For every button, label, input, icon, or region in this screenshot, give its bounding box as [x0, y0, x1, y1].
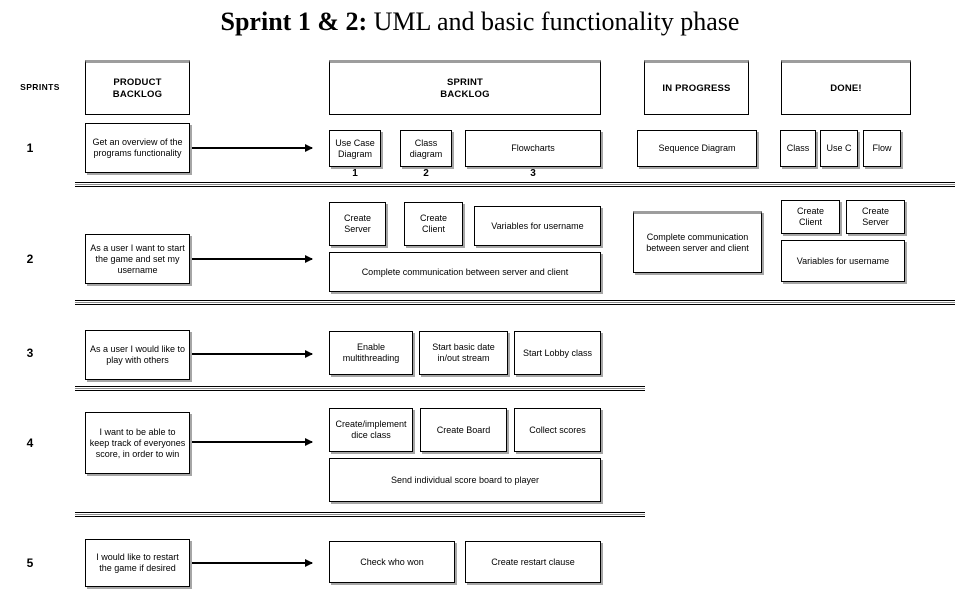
product-backlog-card-row5-text: I would like to restart the game if desi…	[96, 552, 179, 573]
sprint-backlog-card-row4-3-text: Collect scores	[529, 424, 586, 435]
sprint-backlog-card-row1-3-text: Flowcharts	[511, 143, 555, 153]
in-progress-card-row1-1-text: Sequence Diagram	[658, 143, 736, 153]
column-header-sprint-backlog-line1: SPRINT	[446, 76, 484, 88]
done-card-row1-2-text: Use C	[826, 143, 852, 153]
product-backlog-card-row5[interactable]: I would like to restart the game if desi…	[85, 539, 190, 587]
sprint-backlog-card-row5-2-text: Create restart clause	[491, 556, 575, 567]
done-card-row1-2[interactable]: Use C	[820, 130, 858, 167]
sprint-backlog-card-row2-2[interactable]: Create Client	[404, 202, 463, 246]
done-card-row2-1[interactable]: Create Client	[781, 200, 840, 234]
product-backlog-card-row1-text: Get an overview of the programs function…	[92, 137, 183, 158]
sprint-backlog-card-row2-3[interactable]: Variables for username	[474, 206, 601, 246]
product-backlog-card-row2[interactable]: As a user I want to start the game and s…	[85, 234, 190, 284]
done-card-row1-3-text: Flow	[872, 143, 892, 153]
row-number-1: 1	[26, 141, 34, 155]
done-card-row2-3-text: Variables for username	[796, 255, 890, 266]
sprint-backlog-card-row1-3[interactable]: Flowcharts	[465, 130, 601, 167]
row-number-2: 2	[26, 252, 34, 266]
row-separator-2	[75, 300, 955, 305]
sprint-backlog-card-row2-1-text: Create Server	[343, 213, 371, 234]
sprint-backlog-card-row4-2-text: Create Board	[436, 424, 491, 435]
row-separator-1	[75, 182, 955, 187]
sprint-backlog-card-row2-2-text: Create Client	[419, 213, 447, 234]
sprint-backlog-card-row3-2[interactable]: Start basic date in/out stream	[419, 331, 508, 375]
sprint-backlog-card-row4-3[interactable]: Collect scores	[514, 408, 601, 452]
sprint-backlog-card-row1-2-text: Class diagram	[409, 137, 443, 159]
sprint-backlog-card-row5-1-text: Check who won	[360, 556, 424, 567]
column-header-product-backlog-line2: BACKLOG	[112, 88, 163, 100]
sprint-backlog-card-row4-1[interactable]: Create/implement dice class	[329, 408, 413, 452]
product-backlog-card-row4[interactable]: I want to be able to keep track of every…	[85, 412, 190, 474]
sprint-backlog-card-row3-2-text: Start basic date in/out stream	[432, 342, 495, 363]
column-header-product-backlog-line1: PRODUCT	[113, 76, 162, 88]
column-header-in-progress: IN PROGRESS	[644, 60, 749, 115]
sprint-backlog-index-row1-3: 3	[530, 168, 536, 179]
column-header-product-backlog: PRODUCT BACKLOG	[85, 60, 190, 115]
sprint-backlog-card-row4-2[interactable]: Create Board	[420, 408, 507, 452]
sprint-backlog-card-row1-1[interactable]: Use Case Diagram	[329, 130, 381, 167]
flow-arrow-row3	[190, 350, 313, 358]
flow-arrow-row4	[190, 438, 313, 446]
row-number-5: 5	[26, 556, 34, 570]
sprint-backlog-index-row1-2: 2	[423, 168, 429, 179]
row-separator-3	[75, 386, 645, 391]
sprint-backlog-card-row2-4[interactable]: Complete communication between server an…	[329, 252, 601, 292]
flow-arrow-row1	[190, 144, 313, 152]
done-card-row1-1[interactable]: Class	[780, 130, 816, 167]
sprint-backlog-card-row3-3-text: Start Lobby class	[522, 347, 593, 358]
done-card-row2-3[interactable]: Variables for username	[781, 240, 905, 282]
sprint-backlog-card-row2-3-text: Variables for username	[491, 220, 584, 231]
in-progress-card-row2-1-text: Complete communication between server an…	[646, 232, 749, 253]
sprint-backlog-card-row4-1-text: Create/implement dice class	[335, 419, 407, 440]
sprint-backlog-card-row4-4[interactable]: Send individual score board to player	[329, 458, 601, 502]
in-progress-card-row1-1[interactable]: Sequence Diagram	[637, 130, 757, 167]
page-title-rest: UML and basic functionality phase	[367, 7, 740, 36]
sprint-backlog-card-row3-1[interactable]: Enable multithreading	[329, 331, 413, 375]
row-number-3: 3	[26, 346, 34, 360]
sprints-axis-label: SPRINTS	[20, 82, 60, 92]
sprint-backlog-card-row2-1[interactable]: Create Server	[329, 202, 386, 246]
done-card-row2-1-text: Create Client	[796, 206, 824, 227]
done-card-row1-1-text: Class	[786, 143, 810, 153]
sprint-backlog-card-row4-4-text: Send individual score board to player	[390, 474, 540, 485]
column-header-sprint-backlog-line2: BACKLOG	[440, 88, 490, 100]
flow-arrow-row5	[190, 559, 313, 567]
row-separator-4	[75, 512, 645, 517]
product-backlog-card-row1[interactable]: Get an overview of the programs function…	[85, 123, 190, 173]
sprint-backlog-card-row3-1-text: Enable multithreading	[342, 342, 400, 363]
product-backlog-card-row4-text: I want to be able to keep track of every…	[89, 426, 186, 459]
sprint-backlog-card-row3-3[interactable]: Start Lobby class	[514, 331, 601, 375]
page-title: Sprint 1 & 2: UML and basic functionalit…	[0, 6, 960, 38]
sprint-backlog-card-row1-2[interactable]: Class diagram	[400, 130, 452, 167]
column-header-done: DONE!	[781, 60, 911, 115]
done-card-row1-3[interactable]: Flow	[863, 130, 901, 167]
in-progress-card-row2-1[interactable]: Complete communication between server an…	[633, 211, 762, 273]
sprint-backlog-index-row1-1: 1	[352, 168, 358, 179]
column-header-in-progress-label: IN PROGRESS	[662, 82, 731, 94]
page-title-bold: Sprint 1 & 2:	[220, 7, 368, 36]
sprint-backlog-card-row5-2[interactable]: Create restart clause	[465, 541, 601, 583]
product-backlog-card-row3[interactable]: As a user I would like to play with othe…	[85, 330, 190, 380]
column-header-done-label: DONE!	[830, 82, 862, 94]
row-number-4: 4	[26, 436, 34, 450]
product-backlog-card-row2-text: As a user I want to start the game and s…	[90, 242, 185, 275]
flow-arrow-row2	[190, 255, 313, 263]
done-card-row2-2-text: Create Server	[861, 206, 889, 227]
sprint-backlog-card-row2-4-text: Complete communication between server an…	[361, 266, 569, 277]
sprint-backlog-card-row1-1-text: Use Case Diagram	[335, 137, 375, 159]
done-card-row2-2[interactable]: Create Server	[846, 200, 905, 234]
column-header-sprint-backlog: SPRINT BACKLOG	[329, 60, 601, 115]
sprint-backlog-card-row5-1[interactable]: Check who won	[329, 541, 455, 583]
product-backlog-card-row3-text: As a user I would like to play with othe…	[89, 344, 186, 365]
